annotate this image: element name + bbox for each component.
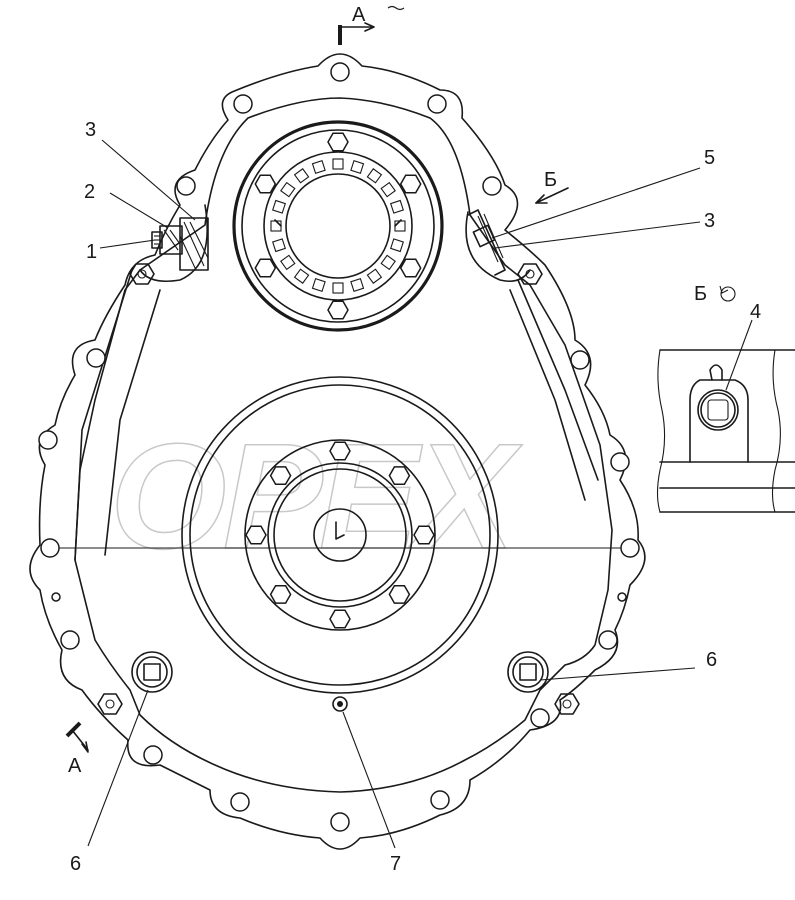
bolt-head bbox=[329, 609, 351, 629]
small-plug bbox=[332, 696, 348, 712]
view-b-detail bbox=[656, 349, 795, 513]
spline-tooth bbox=[366, 168, 383, 184]
callout-3-left: 3 bbox=[85, 119, 96, 141]
hex-bolt-left-top bbox=[129, 263, 155, 285]
callout-6-left: 6 bbox=[70, 853, 81, 875]
left-pin-assembly bbox=[151, 217, 209, 271]
hex-bolt-left-bottom bbox=[97, 693, 123, 715]
view-b-label: Б bbox=[544, 169, 557, 191]
drain-plug-left bbox=[131, 651, 173, 693]
drain-plug-right bbox=[507, 651, 549, 693]
bolt-head bbox=[327, 300, 349, 320]
bolt-head bbox=[399, 258, 422, 278]
right-boss bbox=[465, 211, 531, 283]
bolt-head bbox=[269, 584, 292, 604]
spline-tooth bbox=[311, 160, 326, 174]
hex-bolt-right-bottom bbox=[554, 693, 580, 715]
bolt-head bbox=[245, 525, 267, 545]
spline-tooth bbox=[270, 220, 282, 232]
housing-inner-wall bbox=[74, 97, 613, 793]
watermark: OPEX bbox=[110, 412, 523, 580]
hex-bolt-right-top bbox=[517, 263, 543, 285]
section-label-top: A bbox=[352, 4, 366, 26]
spline-tooth bbox=[332, 282, 344, 294]
callout-4: 4 bbox=[750, 301, 761, 323]
section-mark-bottom bbox=[65, 721, 89, 753]
upper-bolt-ring bbox=[254, 132, 422, 320]
section-label-bottom: A bbox=[68, 755, 82, 777]
spline-teeth bbox=[270, 158, 406, 294]
rotate-symbol bbox=[719, 285, 736, 302]
bolt-head bbox=[329, 441, 351, 461]
spline-tooth bbox=[293, 268, 310, 284]
bolt-head bbox=[399, 174, 422, 194]
callout-1: 1 bbox=[86, 241, 97, 263]
spline-tooth bbox=[380, 254, 396, 271]
spline-tooth bbox=[350, 278, 365, 292]
callout-6-right: 6 bbox=[706, 649, 717, 671]
spline-tooth bbox=[311, 278, 326, 292]
bolt-head bbox=[388, 584, 411, 604]
spline-tooth bbox=[390, 238, 404, 253]
spline-tooth bbox=[332, 158, 344, 170]
spline-tooth bbox=[280, 254, 296, 271]
spline-tooth bbox=[394, 220, 406, 232]
bolt-head bbox=[269, 466, 292, 486]
bolt-head bbox=[254, 258, 277, 278]
spline-tooth bbox=[272, 199, 286, 214]
callout-2: 2 bbox=[84, 181, 95, 203]
view-b-arrow bbox=[535, 187, 569, 204]
callout-5: 5 bbox=[704, 147, 715, 169]
spline-tooth bbox=[366, 268, 383, 284]
left-arm bbox=[74, 269, 161, 561]
spline-tooth bbox=[272, 238, 286, 253]
lower-bolt-ring bbox=[245, 441, 435, 629]
callout-7: 7 bbox=[390, 853, 401, 875]
spline-tooth bbox=[390, 199, 404, 214]
bolt-head bbox=[254, 174, 277, 194]
bolt-head bbox=[413, 525, 435, 545]
upper-shaft-assembly bbox=[232, 120, 444, 332]
right-arm bbox=[509, 279, 599, 501]
right-pin-assembly bbox=[467, 209, 506, 276]
spline-tooth bbox=[280, 181, 296, 198]
section-mark-top bbox=[338, 5, 405, 45]
leader-lines bbox=[87, 139, 753, 849]
left-boss bbox=[139, 204, 208, 283]
bolt-head bbox=[327, 132, 349, 152]
spline-tooth bbox=[293, 168, 310, 184]
callout-3-right: 3 bbox=[704, 210, 715, 232]
spline-tooth bbox=[380, 181, 396, 198]
bolt-head bbox=[388, 466, 411, 486]
lower-flywheel bbox=[181, 376, 499, 694]
spline-tooth bbox=[350, 160, 365, 174]
view-b-detail-label: Б bbox=[694, 283, 707, 305]
housing-outline bbox=[29, 53, 646, 850]
flange-holes bbox=[38, 62, 640, 832]
